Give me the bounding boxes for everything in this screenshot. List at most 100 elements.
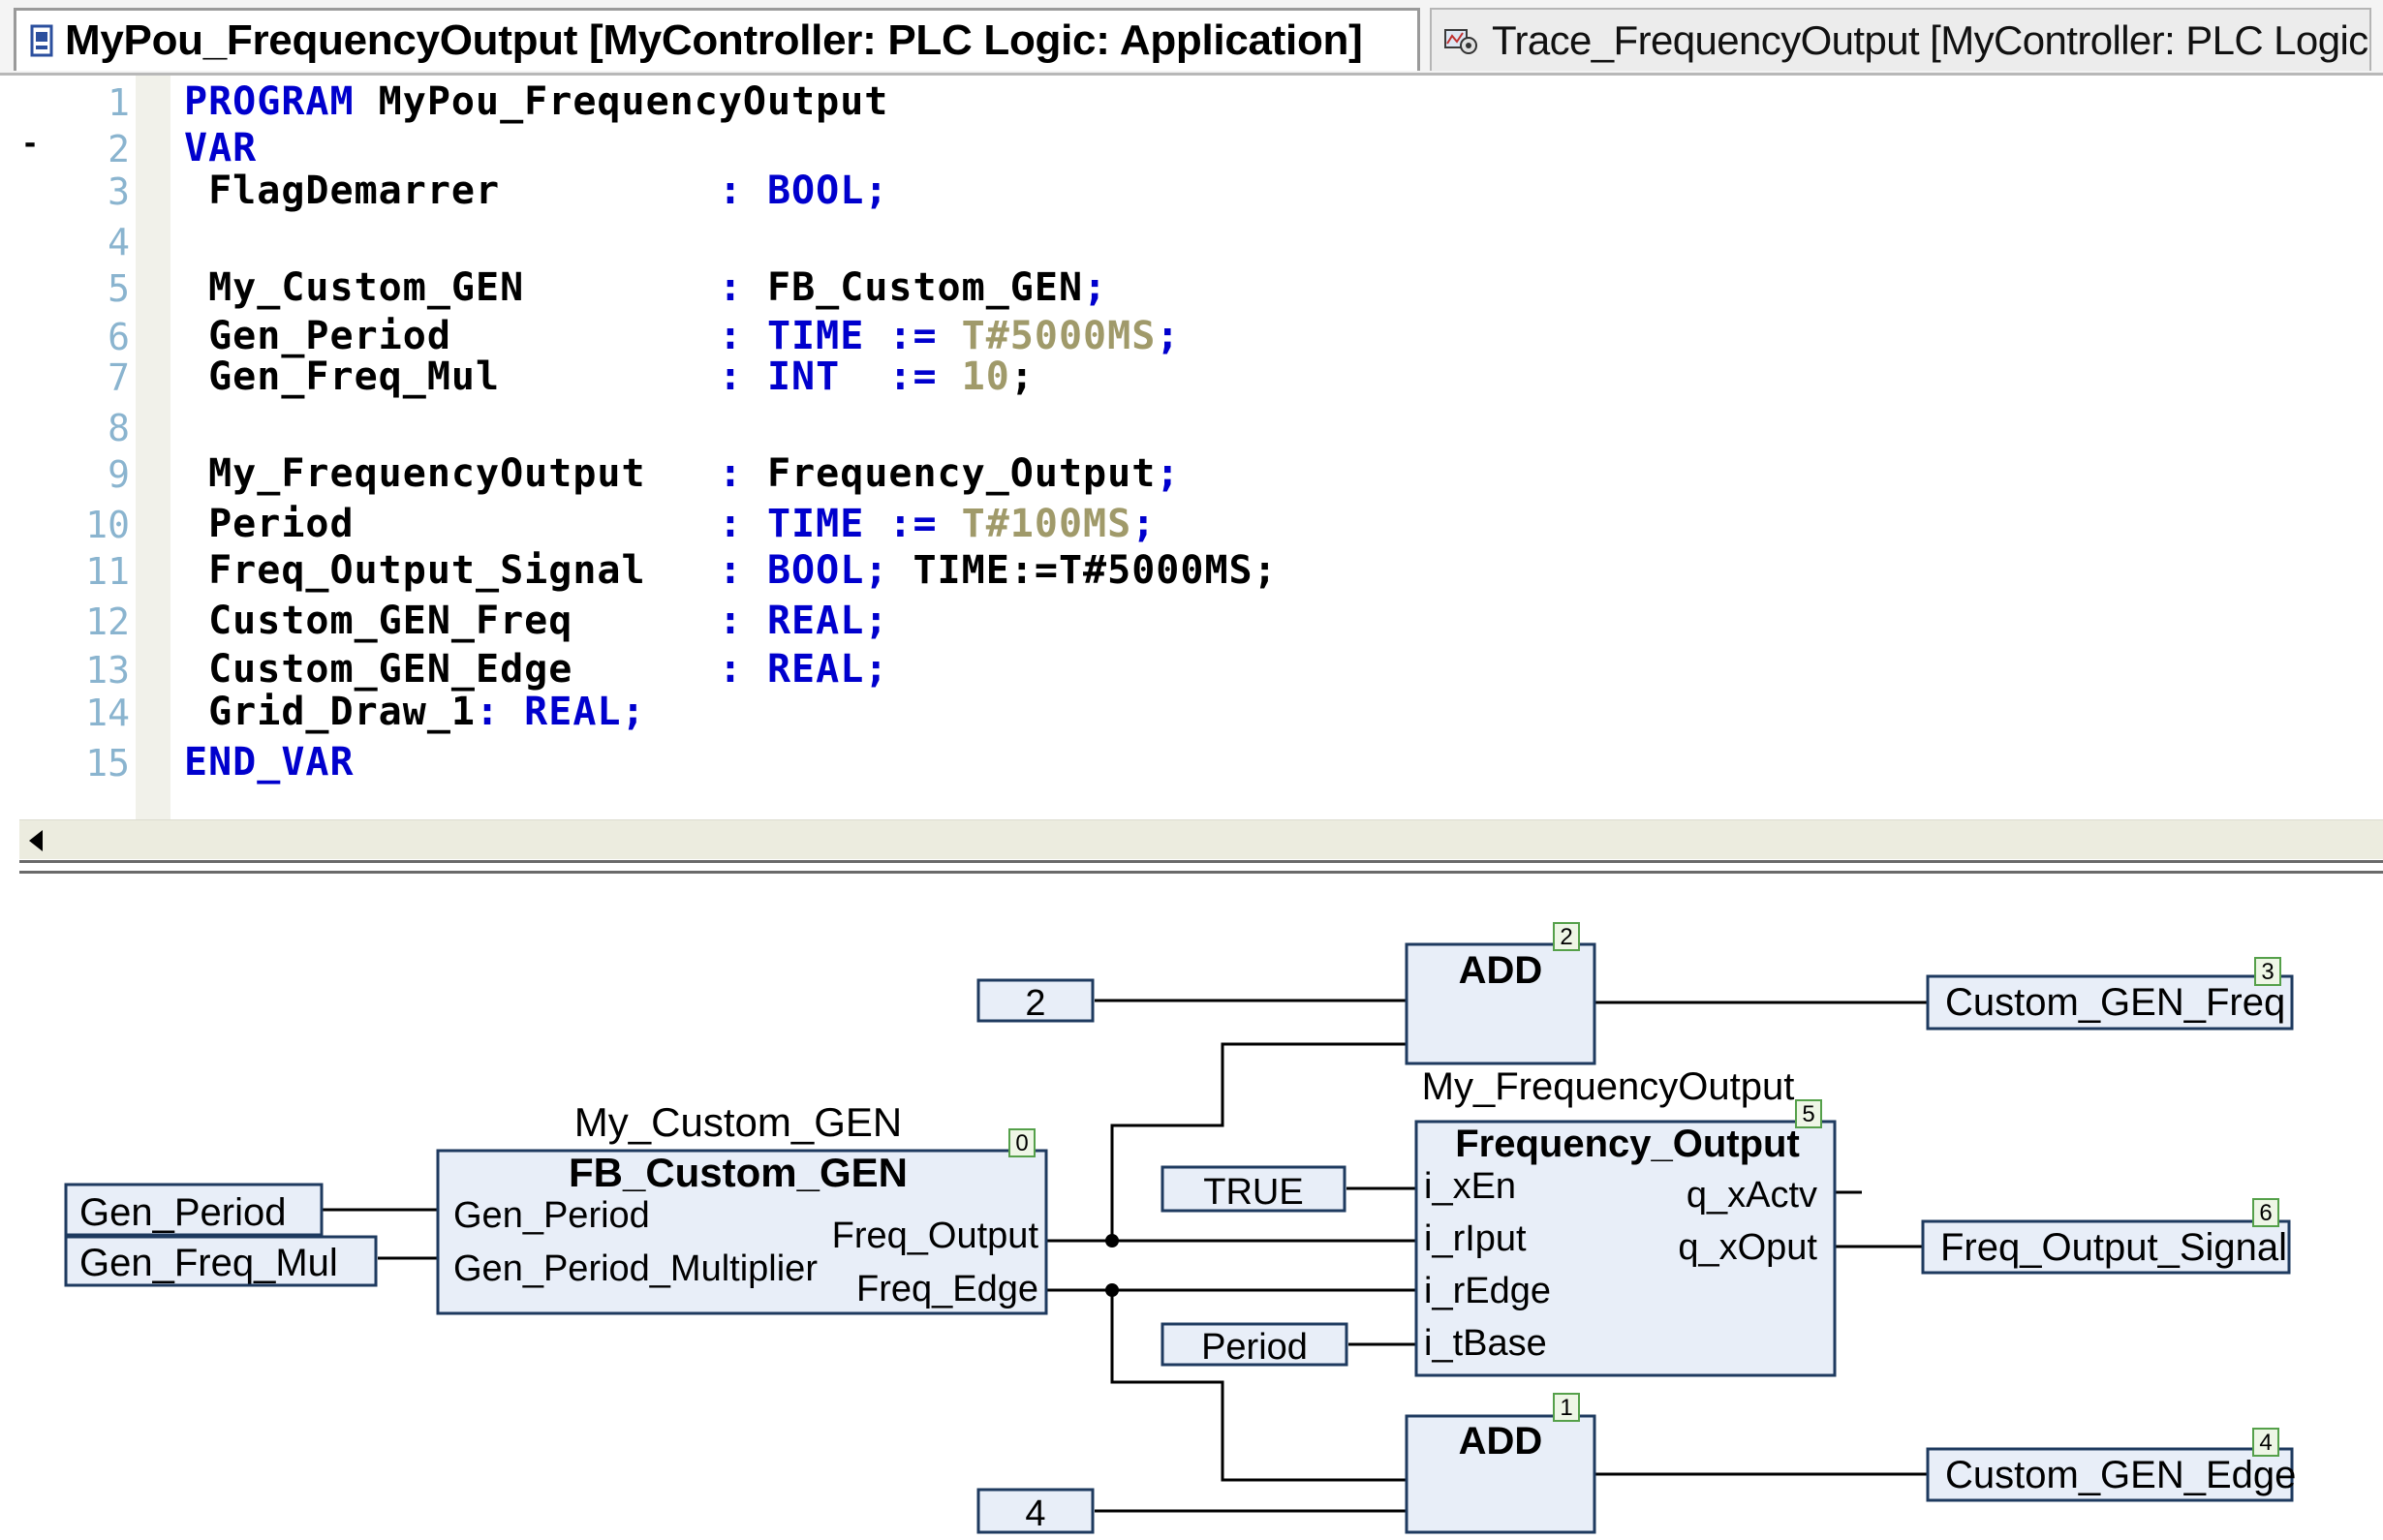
execution-order-badge: 6 — [2259, 1200, 2272, 1226]
identifier-token: MyPou_FrequencyOutput — [354, 79, 889, 124]
pin-freq-output: Freq_Output — [832, 1216, 1039, 1256]
pin-i-redge: i_rEdge — [1424, 1271, 1551, 1311]
scroll-left-icon[interactable] — [29, 830, 43, 851]
identifier-token: Custom_GEN_Freq — [184, 599, 719, 643]
keyword-token: END_VAR — [184, 740, 355, 785]
output-label: Freq_Output_Signal — [1940, 1226, 2287, 1269]
pin-freq-edge: Freq_Edge — [856, 1269, 1038, 1309]
input-true[interactable]: TRUE — [1161, 1165, 1346, 1213]
input-label: TRUE — [1203, 1172, 1303, 1213]
fbd-canvas: Gen_Period Gen_Freq_Mul 2 4 TRUE Period … — [64, 922, 2296, 1534]
tab-title: Trace_FrequencyOutput [MyController: PLC… — [1492, 16, 2371, 63]
line-number: 10 — [85, 504, 130, 546]
input-const-4[interactable]: 4 — [976, 1488, 1095, 1534]
output-custom-gen-freq[interactable]: Custom_GEN_Freq 3 — [1926, 957, 2294, 1031]
keyword-token: : — [718, 265, 767, 310]
execution-order-badge: 0 — [1015, 1130, 1028, 1156]
line-number: 1 — [108, 81, 130, 124]
identifier-token: ; — [1009, 354, 1035, 399]
line-number: 6 — [108, 316, 130, 358]
identifier-token: Frequency_Output — [766, 451, 1157, 496]
code-line[interactable]: Gen_Period : TIME := T#5000MS; — [184, 314, 1180, 358]
line-number: 4 — [108, 221, 130, 263]
line-number: 12 — [85, 601, 130, 643]
fbd-network[interactable]: Gen_Period Gen_Freq_Mul 2 4 TRUE Period … — [0, 877, 2383, 1540]
add-label: ADD — [1459, 949, 1543, 992]
fb-frequency-output-block[interactable]: My_FrequencyOutput Frequency_Output i_xE… — [1414, 1065, 1837, 1377]
keyword-token: : INT := — [718, 354, 962, 399]
pin-q-xoput: q_xOput — [1678, 1227, 1817, 1268]
input-gen-period[interactable]: Gen_Period — [64, 1183, 324, 1237]
execution-order-badge: 1 — [1560, 1395, 1572, 1421]
code-line[interactable]: Grid_Draw_1: REAL; — [184, 690, 646, 734]
input-gen-freq-mul[interactable]: Gen_Freq_Mul — [64, 1235, 378, 1287]
input-const-2[interactable]: 2 — [976, 978, 1095, 1024]
input-label: Gen_Freq_Mul — [79, 1242, 338, 1284]
line-number-gutter — [0, 76, 136, 821]
code-line[interactable]: END_VAR — [184, 740, 355, 785]
identifier-token: Gen_Period — [184, 314, 719, 358]
tab-mypou-frequencyoutput[interactable]: MyPou_FrequencyOutput [MyController: PLC… — [14, 8, 1420, 71]
line-number: 11 — [85, 550, 130, 593]
code-line[interactable]: Gen_Freq_Mul : INT := 10; — [184, 354, 1035, 399]
fb-type-name: Frequency_Output — [1455, 1123, 1800, 1165]
code-line[interactable]: FlagDemarrer : BOOL; — [184, 169, 888, 213]
pin-i-riput: i_rIput — [1424, 1218, 1527, 1259]
pin-q-xactv: q_xActv — [1687, 1175, 1817, 1216]
tab-title: MyPou_FrequencyOutput [MyController: PLC… — [65, 16, 1363, 64]
junction-dot — [1105, 1283, 1119, 1297]
execution-order-badge: 4 — [2259, 1430, 2272, 1456]
line-number: 5 — [108, 267, 130, 310]
editor-splitter[interactable] — [19, 860, 2383, 874]
add-top-block[interactable]: ADD 2 — [1405, 922, 1596, 1065]
code-line[interactable]: PROGRAM MyPou_FrequencyOutput — [184, 79, 888, 124]
keyword-token: : TIME := — [718, 314, 962, 358]
pin-gen-period-multiplier: Gen_Period_Multiplier — [453, 1248, 818, 1289]
keyword-token: ; — [1156, 314, 1181, 358]
code-line[interactable]: Custom_GEN_Freq : REAL; — [184, 599, 888, 643]
line-number: 2 — [108, 128, 130, 170]
keyword-token: : REAL; — [718, 599, 889, 643]
code-line[interactable]: Freq_Output_Signal : BOOL; TIME:=T#5000M… — [184, 548, 1278, 593]
output-freq-output-signal[interactable]: Freq_Output_Signal 6 — [1921, 1198, 2291, 1275]
code-line[interactable]: My_Custom_GEN : FB_Custom_GEN; — [184, 265, 1107, 310]
output-label: Custom_GEN_Freq — [1945, 981, 2285, 1024]
keyword-token: : REAL; — [718, 647, 889, 692]
input-period[interactable]: Period — [1161, 1322, 1348, 1368]
execution-order-badge: 2 — [1560, 924, 1572, 950]
literal-token: T#5000MS — [961, 314, 1157, 358]
editor-tab-bar: MyPou_FrequencyOutput [MyController: PLC… — [0, 0, 2383, 76]
line-number: 7 — [108, 356, 130, 399]
fb-custom-gen-block[interactable]: My_Custom_GEN FB_Custom_GEN Gen_Period G… — [436, 1099, 1048, 1315]
keyword-token: : BOOL; — [718, 169, 889, 213]
fb-instance-name: My_Custom_GEN — [574, 1099, 902, 1145]
add-label: ADD — [1459, 1420, 1543, 1463]
line-number: 14 — [85, 692, 130, 734]
line-number: 9 — [108, 453, 130, 496]
execution-order-badge: 5 — [1802, 1101, 1814, 1127]
identifier-token: Period — [184, 502, 719, 546]
input-label: 4 — [1025, 1494, 1045, 1534]
line-number: 3 — [108, 170, 130, 213]
add-bottom-block[interactable]: ADD 1 — [1405, 1393, 1596, 1534]
fold-collapse-icon[interactable]: - — [21, 127, 40, 161]
code-line[interactable]: Custom_GEN_Edge : REAL; — [184, 647, 888, 692]
horizontal-scrollbar[interactable] — [19, 819, 2383, 859]
code-line[interactable]: My_FrequencyOutput : Frequency_Output; — [184, 451, 1180, 496]
keyword-token: : REAL; — [475, 690, 646, 734]
keyword-token: PROGRAM — [184, 79, 355, 124]
code-line[interactable]: VAR — [184, 126, 257, 170]
tab-trace-frequencyoutput[interactable]: Trace_FrequencyOutput [MyController: PLC… — [1430, 8, 2371, 71]
pin-i-xen: i_xEn — [1424, 1166, 1516, 1207]
code-line[interactable]: Period : TIME := T#100MS; — [184, 502, 1156, 546]
pin-i-tbase: i_tBase — [1424, 1323, 1547, 1364]
execution-order-badge: 3 — [2261, 959, 2274, 985]
keyword-token: VAR — [184, 126, 258, 170]
keyword-token: : — [718, 451, 767, 496]
keyword-token: ; — [1083, 265, 1108, 310]
fb-instance-name: My_FrequencyOutput — [1422, 1065, 1795, 1108]
keyword-token: : TIME := — [718, 502, 962, 546]
wires — [322, 999, 1928, 1513]
output-custom-gen-edge[interactable]: Custom_GEN_Edge 4 — [1926, 1428, 2296, 1502]
